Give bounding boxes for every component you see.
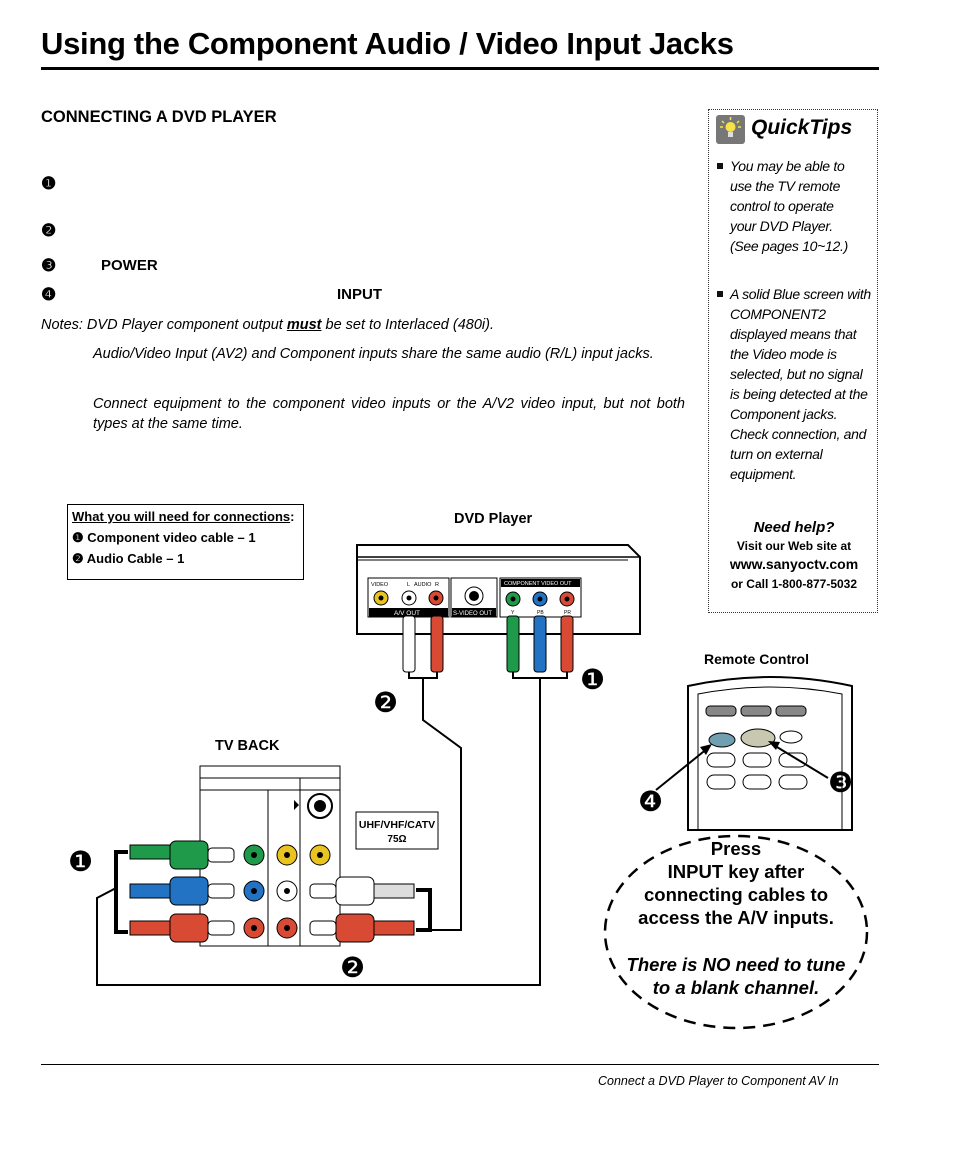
step-3-keyword: POWER [101,257,158,274]
antenna-label-line1: UHF/VHF/CATV [359,819,435,831]
remote-control-label: Remote Control [704,651,809,667]
step-4-number: ❹ [41,285,57,304]
antenna-label-line2: 75Ω [387,834,406,845]
callout-line: There is NO need to tune [626,954,846,975]
needs-colon: : [290,509,295,524]
dvd-jack-audio-l-label: L [407,582,410,588]
marker-2-tv: ❷ [340,952,366,983]
quicktip-2: A solid Blue screen with COMPONENT2 disp… [730,286,871,482]
arrow-head-icon [700,744,712,755]
dvd-jack-audio-label: AUDIO [414,582,432,588]
website-link[interactable]: www.sanyoctv.com [729,556,859,572]
dvd-cable-plugs [402,615,574,673]
quicktips-title: QuickTips [751,116,853,139]
dvd-pr-label: PR [564,610,571,616]
tv-cable-plugs [129,840,415,943]
footer-rule [41,1064,879,1065]
step-2-number: ❷ [41,221,57,240]
dvd-component-out-label: COMPONENT VIDEO OUT [504,581,572,587]
needs-title: What you will need for connections [72,509,291,524]
need-help-heading: Need help? [753,519,835,536]
note-2: Audio/Video Input (AV2) and Component in… [93,346,654,362]
input-key-icon [708,732,736,748]
marker-4-remote: ❹ [638,786,664,817]
needs-item-text: Component video cable – 1 [87,530,256,545]
needs-box [67,504,304,580]
bullet-icon [717,163,723,169]
needs-item-text: Audio Cable – 1 [86,551,185,566]
page-footer: Connect a DVD Player to Component AV In [598,1074,839,1088]
dvd-svideo-out-label: S-VIDEO OUT [453,611,492,617]
dvd-jack-audio-r-label: R [435,582,439,588]
note-1-prefix: Notes: DVD Player component output [41,317,287,333]
note-1-suffix: be set to Interlaced (480i). [321,317,494,333]
quicktips-box [708,109,878,613]
page-title: Using the Component Audio / Video Input … [41,26,734,61]
note-1: Notes: DVD Player component output must … [41,315,691,335]
note-3: Connect equipment to the component video… [93,396,685,432]
callout-bubble [603,834,869,1030]
callout-line: Press [710,838,762,859]
cables [96,672,568,986]
quicktip-1: You may be able to use the TV remote con… [730,158,848,254]
marker-2-dvd: ❷ [373,687,399,718]
bullet-icon [717,291,723,297]
step-4-keyword: INPUT [337,286,382,303]
marker-1-tv: ❶ [68,846,94,877]
remote-control [687,676,853,831]
arrow-head-icon [768,741,780,750]
marker-1-dvd: ❶ [580,664,606,695]
needs-item-number: ❶ [72,530,84,545]
marker-3-remote: ❸ [828,767,854,798]
callout-line: to a blank channel. [652,977,820,998]
needs-item-2: ❷ Audio Cable – 1 [72,551,184,567]
dvd-av-out-label: A/V OUT [394,610,420,617]
section-heading: CONNECTING A DVD PLAYER [41,108,277,126]
callout-line: INPUT key after [667,861,805,882]
dvd-player-label: DVD Player [454,511,533,527]
visit-text: Visit our Web site at [736,539,852,553]
tv-back-label: TV BACK [215,738,280,754]
needs-heading: What you will need for connections: [72,508,294,526]
callout-note: There is NO need to tune to a blank chan… [606,953,866,999]
dvd-jack-video-label: VIDEO [371,582,389,588]
phone-number: or Call 1-800-877-5032 [730,577,858,591]
remote-arrows [655,743,829,791]
callout-line: connecting cables to [643,884,828,905]
dvd-y-label: Y [511,610,515,616]
lightbulb-icon [716,115,745,144]
dvd-pb-label: PB [537,610,544,616]
title-rule [41,67,879,70]
note-1-must: must [286,317,322,333]
step-1-number: ❶ [41,174,57,193]
callout-line: access the A/V inputs. [638,907,834,928]
antenna-input-box: UHF/VHF/CATV 75Ω [355,811,439,850]
callout-instructions: Press INPUT key after connecting cables … [606,837,866,929]
power-key-icon [740,728,776,748]
step-3-number: ❸ [41,256,57,275]
dvd-player: VIDEO L AUDIO R A/V OUT S-VIDEO OUT COMP… [356,544,641,635]
needs-item-number: ❷ [72,551,84,566]
tv-cable-bundles [114,850,432,934]
needs-item-1: ❶ Component video cable – 1 [72,530,256,546]
